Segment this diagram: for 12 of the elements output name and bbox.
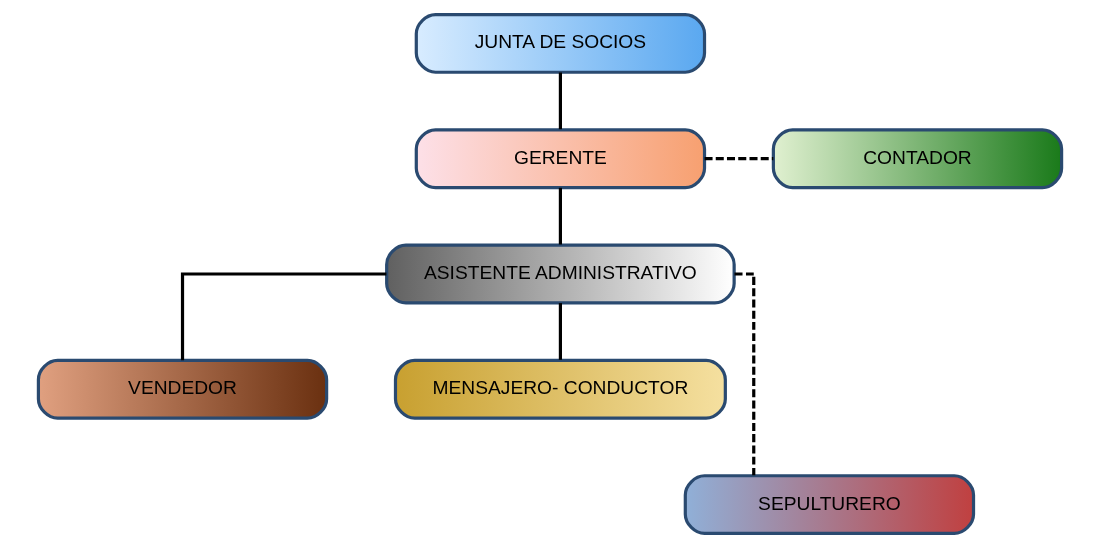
connector xyxy=(558,72,562,130)
node-box: SEPULTURERO xyxy=(683,474,975,535)
connector xyxy=(558,187,562,245)
node-box: CONTADOR xyxy=(771,128,1063,190)
node-box: VENDEDOR xyxy=(36,358,328,420)
node-box: JUNTA DE SOCIOS xyxy=(414,13,706,74)
node-box: MENSAJERO- CONDUCTOR xyxy=(393,358,727,420)
connector xyxy=(558,303,562,360)
connector xyxy=(180,272,386,361)
connector xyxy=(704,157,773,161)
node-box: GERENTE xyxy=(414,128,706,190)
node-box: ASISTENTE ADMINISTRATIVO xyxy=(384,243,736,305)
